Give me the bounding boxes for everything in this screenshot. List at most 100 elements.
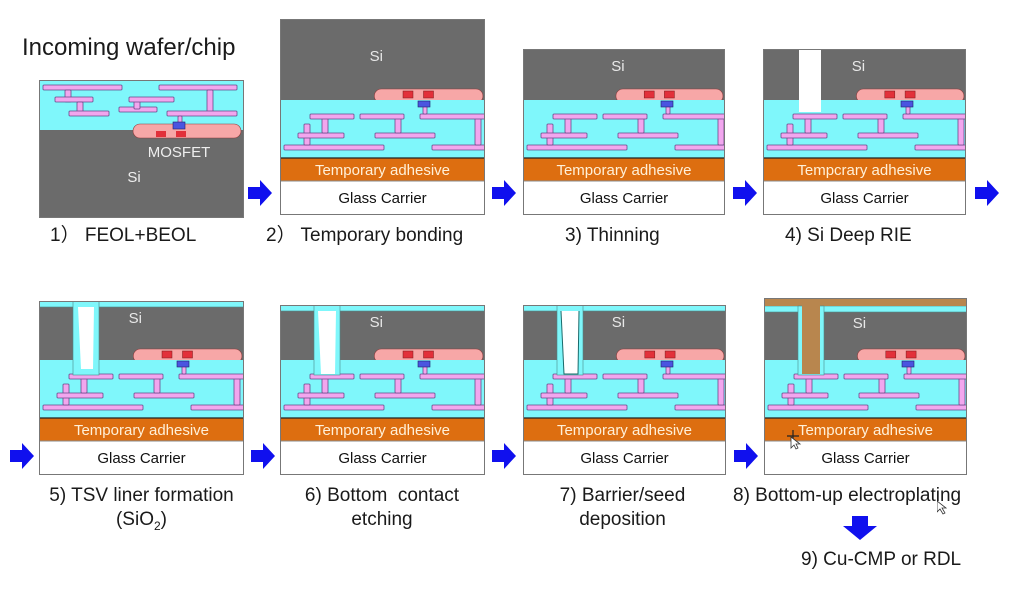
contact-plug [901,360,915,368]
glass-carrier-label: Glass Carrier [97,450,185,467]
gate-contact [643,90,655,99]
gate-contact [905,350,917,359]
caption-step-6-line1: 6) Bottom contact [304,485,460,506]
contact-plug [417,100,431,108]
caption-step-2: 2） Temporary bonding [266,225,464,246]
panel-border [764,298,967,475]
adhesive-label: Temporary adhesive [556,162,691,179]
metal-line [674,144,725,151]
metal-line [915,404,967,411]
gate-contact [664,350,676,359]
gate-contact [176,131,186,137]
caption-step-1: 1） FEOL+BEOL [50,225,197,246]
metal-line [957,115,965,146]
metal-line [903,373,967,380]
panel-border [39,301,244,475]
metal-line [42,84,123,91]
right-arrow-icon-4-next [975,180,999,206]
gate-contact [423,90,434,99]
contact-plug [660,100,674,108]
tsv-hole [78,307,94,369]
si-label: Si [127,169,140,186]
panel-border [523,305,726,475]
tsv-hole [560,310,580,375]
temporary-adhesive [523,158,725,181]
metal-line [297,392,345,399]
si-label: Si [370,48,383,65]
metal-line [766,144,868,151]
caption-step-9: 9) Cu-CMP or RDL [801,549,962,570]
right-arrow-icon-3-4 [733,180,757,206]
right-arrow-icon-7-8 [734,443,758,469]
adhesive-label: Temporary adhesive [798,422,933,439]
metal-line [858,392,920,399]
metal-line [431,144,485,151]
metal-line [206,89,214,113]
gate-contact [644,350,656,359]
caption-step-4: 4) Si Deep RIE [785,225,912,246]
metal-line [42,404,144,411]
gate-contact [423,350,434,359]
right-arrow-icon-into-5 [10,443,34,469]
panel-border [763,49,966,215]
metal-line [359,113,405,120]
liner-top [39,301,244,308]
metal-line [717,115,725,146]
caption-step-5: 5) TSV liner formation (SiO2) [34,484,249,538]
metal-line [474,375,482,406]
liner-top [523,305,726,312]
adhesive-label: Tempcrary adhesive [797,162,931,179]
metal-line [902,113,966,120]
caption-step-3: 3) Thinning [565,225,660,246]
metal-line [842,113,888,120]
glass-carrier [523,180,725,215]
glass-carrier-label: Glass Carrier [820,190,908,207]
si-label: Si [852,58,865,75]
metal-line [283,144,385,151]
metal-line [190,404,244,411]
metal-line [540,132,588,139]
gate-contact [885,350,897,359]
metal-line [540,392,588,399]
metal-line [297,132,345,139]
panel-border [523,49,725,215]
metal-line [617,132,679,139]
right-arrow-icon-2-3 [492,180,516,206]
silicon-substrate [39,130,244,218]
diagram-title: Incoming wafer/chip [22,34,236,61]
gate-contact [904,90,916,99]
metal-line [283,404,385,411]
si-label: Si [612,314,625,331]
metal-line [68,110,110,117]
metal-line [602,373,648,380]
metal-line [674,404,726,411]
temporary-adhesive [39,418,244,441]
si-label: Si [370,314,383,331]
caption-step-6-line2: etching [351,509,413,530]
temporary-adhesive [280,418,485,441]
gate-contact [161,350,173,359]
mouse-cursor-icon [937,501,947,515]
metal-line [617,392,679,399]
metal-line [781,392,829,399]
liner-top [764,305,967,313]
metal-line [662,373,726,380]
caption-step-7-line2: deposition [579,509,666,530]
metal-line [474,115,482,146]
glass-carrier [764,440,967,475]
copper-overburden [764,298,967,306]
liner-top [280,305,485,312]
caption-step-7-line1: 7) Barrier/seed [559,485,686,506]
adhesive-label: Temporary adhesive [315,162,450,179]
glass-carrier-label: Glass Carrier [580,190,668,207]
contact-plug [176,360,190,368]
gate-contact [156,131,166,137]
metal-line [419,113,485,120]
si-label: Si [853,315,866,332]
